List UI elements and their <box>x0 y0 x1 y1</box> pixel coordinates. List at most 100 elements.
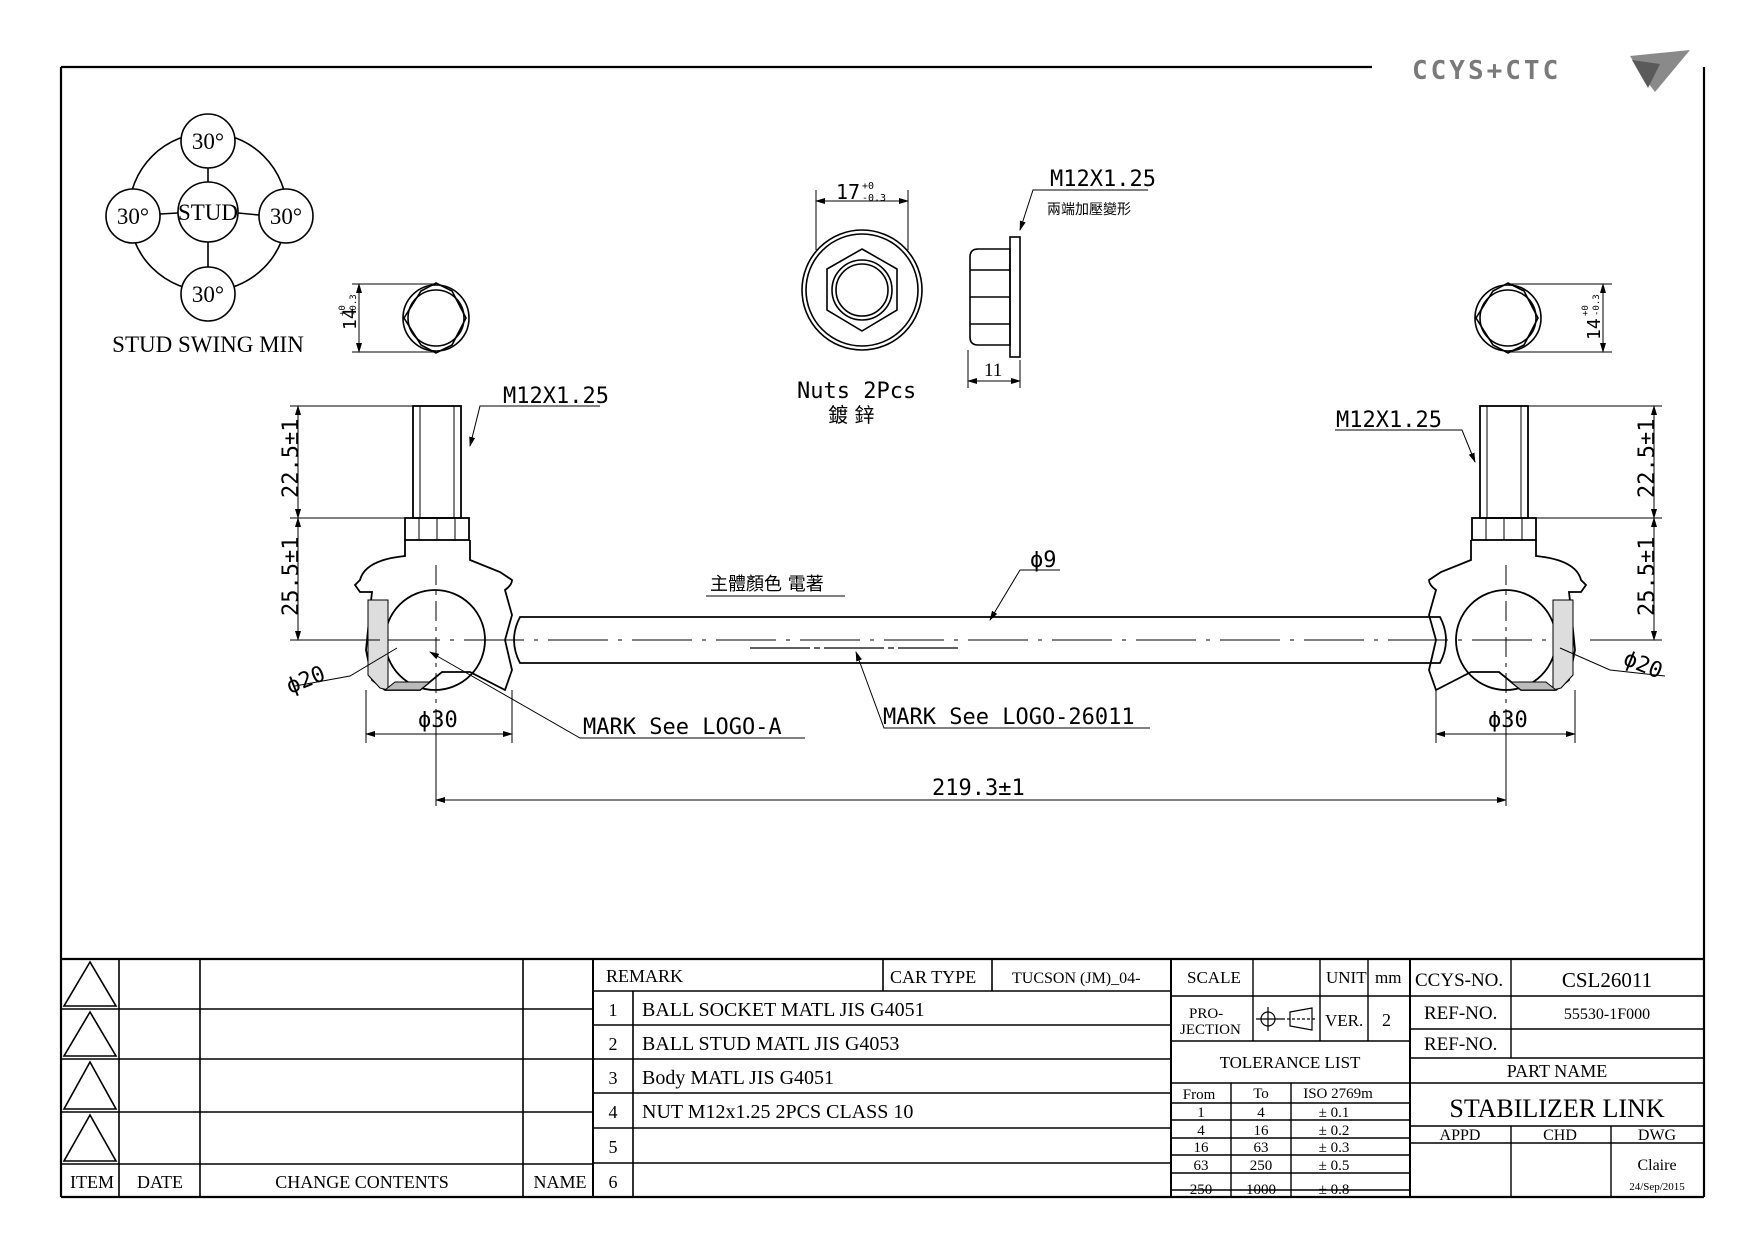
tol-row-value: ± 0.8 <box>1319 1182 1350 1198</box>
flat-right-dim: 14 <box>1584 318 1605 340</box>
logo-text: CCYS+CTC <box>1412 56 1561 86</box>
drawing-frame <box>59 65 1706 1199</box>
flat-left-tol-bot: -0.3 <box>349 294 359 316</box>
nut-width-tol-top: +0 <box>862 181 874 192</box>
remark-row-text: Body MATL JIS G4051 <box>642 1067 834 1089</box>
projection-label-1: PRO- <box>1189 1006 1223 1022</box>
tol-row-from: 63 <box>1194 1158 1209 1174</box>
remark-row-no: 1 <box>609 1000 618 1020</box>
body-color-note: 主體顏色 電著 <box>710 574 824 595</box>
ref-no-label-1: REF-NO. <box>1424 1003 1497 1024</box>
nut-width-dim: 17 <box>836 180 860 204</box>
tol-row-to: 63 <box>1254 1140 1269 1156</box>
chd-label: CHD <box>1543 1127 1577 1144</box>
tol-row-to: 4 <box>1257 1105 1265 1121</box>
car-type-value: TUCSON (JM)_04- <box>1012 970 1140 987</box>
logo-mark-shadow-icon <box>1632 60 1660 88</box>
swing-angle-right: 30° <box>270 204 302 229</box>
mark-logo-a: MARK See LOGO-A <box>583 715 782 740</box>
remark-row-no: 2 <box>609 1034 618 1054</box>
remark-row-text: BALL SOCKET MATL JIS G4051 <box>642 999 925 1021</box>
unit-label: UNIT <box>1326 968 1367 987</box>
ball-left-dim: ϕ20 <box>283 661 329 699</box>
tol-header-from: From <box>1183 1087 1216 1103</box>
right-hex-view <box>1474 282 1612 354</box>
nut-note: 兩端加壓變形 <box>1047 202 1131 218</box>
tolerance-title: TOLERANCE LIST <box>1220 1053 1361 1072</box>
flat-right-tol-bot: -0.3 <box>1592 294 1602 316</box>
remark-row-text: NUT M12x1.25 2PCS CLASS 10 <box>642 1101 913 1123</box>
dwg-label: DWG <box>1638 1127 1677 1144</box>
revision-block <box>61 957 1704 1197</box>
dwg-date: 24/Sep/2015 <box>1629 1181 1685 1193</box>
remark-row-no: 5 <box>609 1137 618 1157</box>
swing-angle-top: 30° <box>192 129 224 154</box>
nut-side-view <box>967 189 1148 388</box>
flat-left-dim: 14 <box>340 308 361 330</box>
overall-length-dim: 219.3±1 <box>932 776 1025 801</box>
remark-label: REMARK <box>606 966 683 986</box>
company-logo: CCYS+CTC <box>1412 50 1690 92</box>
swing-center-label: STUD <box>178 200 238 225</box>
car-type-label: CAR TYPE <box>890 967 976 987</box>
ref-no-value-1: 55530-1F000 <box>1564 1006 1650 1023</box>
tol-header-to: To <box>1253 1086 1269 1102</box>
socket-height-right-dim: 25.5±1 <box>1635 537 1660 616</box>
swing-angle-bottom: 30° <box>192 282 224 307</box>
nuts-caption: Nuts 2Pcs <box>797 379 916 404</box>
tol-row-to: 1000 <box>1246 1182 1276 1198</box>
tol-row-to: 250 <box>1250 1158 1273 1174</box>
appd-label: APPD <box>1440 1127 1481 1144</box>
socket-dia-right-dim: ϕ30 <box>1488 708 1528 733</box>
ver-value: 2 <box>1382 1010 1391 1030</box>
tol-row-from: 250 <box>1190 1182 1213 1198</box>
left-hex-view <box>352 282 470 354</box>
nut-thread-label: M12X1.25 <box>1050 167 1156 192</box>
dimension-lines <box>290 405 1666 806</box>
mark-logo-26011: MARK See LOGO-26011 <box>883 705 1135 730</box>
tol-row-to: 16 <box>1254 1123 1270 1139</box>
scale-label: SCALE <box>1187 968 1241 987</box>
nut-front-view <box>801 190 923 351</box>
dwg-by: Claire <box>1637 1157 1676 1174</box>
tol-row-from: 16 <box>1194 1140 1210 1156</box>
tol-row-from: 1 <box>1197 1105 1205 1121</box>
rev-header-change: CHANGE CONTENTS <box>275 1172 449 1192</box>
ccys-no-label: CCYS-NO. <box>1415 970 1503 991</box>
ball-right-dim: ϕ20 <box>1620 646 1666 684</box>
stud-swing-caption: STUD SWING MIN <box>112 332 304 357</box>
rev-header-item: ITEM <box>70 1172 114 1192</box>
ccys-no-value: CSL26011 <box>1562 968 1652 992</box>
projection-symbol-icon <box>1256 1007 1316 1031</box>
remark-row-no: 6 <box>609 1172 618 1192</box>
stabilizer-link-body <box>353 405 1588 720</box>
unit-value: mm <box>1375 968 1401 987</box>
logo-mark-icon <box>1630 50 1690 92</box>
tol-row-value: ± 0.2 <box>1319 1123 1350 1139</box>
stud-length-right-dim: 22.5±1 <box>1635 419 1660 498</box>
thread-right-label: M12X1.25 <box>1336 408 1442 433</box>
socket-height-left-dim: 25.5±1 <box>279 537 304 616</box>
tol-row-value: ± 0.3 <box>1319 1140 1350 1156</box>
stud-swing-diagram <box>105 113 314 322</box>
ver-label: VER. <box>1325 1011 1363 1030</box>
flat-right-tol-top: +0 <box>1581 305 1591 316</box>
tol-header-iso: ISO 2769m <box>1303 1086 1373 1102</box>
ref-no-label-2: REF-NO. <box>1424 1034 1497 1055</box>
tol-row-value: ± 0.5 <box>1319 1158 1350 1174</box>
remark-row-no: 3 <box>609 1068 618 1088</box>
stud-length-left-dim: 22.5±1 <box>279 419 304 498</box>
rev-header-name: NAME <box>534 1172 587 1192</box>
thread-left-label: M12X1.25 <box>503 384 609 409</box>
tol-row-from: 4 <box>1197 1123 1205 1139</box>
flat-left-tol-top: +0 <box>338 305 348 316</box>
rod-dia-dim: ϕ9 <box>1030 548 1057 573</box>
nut-thickness-dim: 11 <box>984 360 1002 381</box>
remark-block <box>593 959 1172 1197</box>
projection-label-2: JECTION <box>1180 1022 1241 1038</box>
part-name-value: STABILIZER LINK <box>1449 1094 1664 1123</box>
nuts-caption-2: 鍍 鋅 <box>828 403 874 427</box>
tol-row-value: ± 0.1 <box>1319 1105 1350 1121</box>
nut-width-tol-bot: -0.3 <box>862 193 886 204</box>
